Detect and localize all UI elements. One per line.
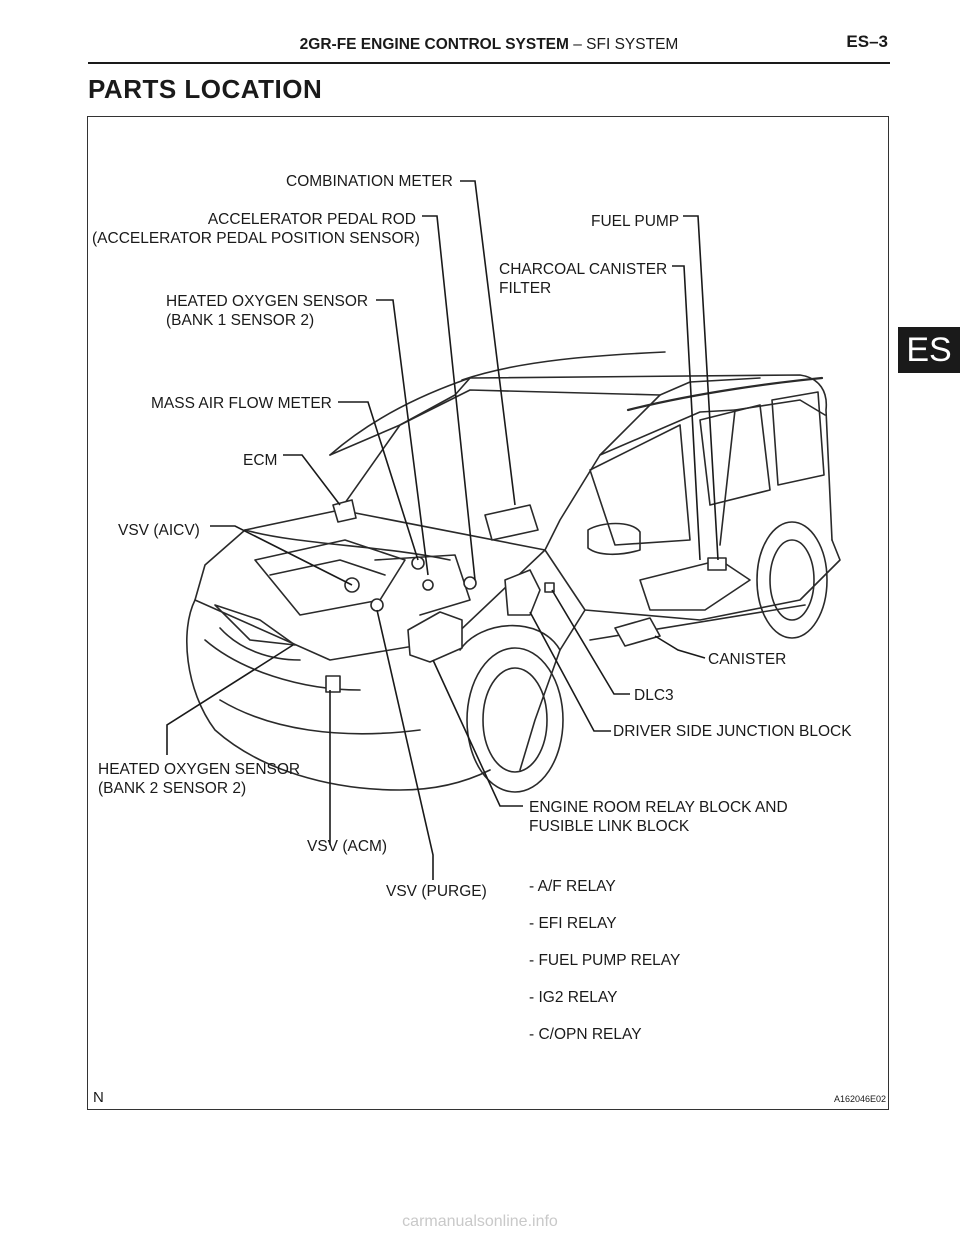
label-mass-air-flow-meter: MASS AIR FLOW METER (151, 395, 332, 412)
label-charcoal-canister-filter: CHARCOAL CANISTER (499, 261, 668, 278)
section-title: PARTS LOCATION (88, 74, 323, 104)
leader-driver-jb (529, 611, 611, 732)
label-combination-meter: COMBINATION METER (286, 173, 453, 190)
label-ecm: ECM (243, 452, 278, 469)
header-title: 2GR-FE ENGINE CONTROL SYSTEM – SFI SYSTE… (88, 36, 890, 54)
diagram-frame (87, 116, 889, 1110)
label-engine-room-relay-block-line2: FUSIBLE LINK BLOCK (529, 818, 690, 835)
leader-vsv-purge (376, 609, 434, 880)
relay-item: - IG2 RELAY (529, 989, 618, 1006)
label-fuel-pump: FUEL PUMP (591, 213, 680, 230)
leader-charcoal-filter (672, 265, 701, 561)
figure-code: A162046E02 (833, 1094, 886, 1104)
label-ho2-bank2-line2: (BANK 2 SENSOR 2) (98, 780, 247, 797)
label-canister: CANISTER (708, 651, 787, 668)
relay-item: - FUEL PUMP RELAY (529, 952, 681, 969)
relay-item: - A/F RELAY (529, 878, 616, 895)
site-watermark: carmanualsonline.info (402, 1213, 558, 1230)
label-engine-room-relay-block: ENGINE ROOM RELAY BLOCK AND (529, 799, 788, 816)
label-ho2-bank1-line2: (BANK 1 SENSOR 2) (166, 312, 315, 329)
label-vsv-purge: VSV (PURGE) (386, 883, 487, 900)
relay-item: - C/OPN RELAY (529, 1026, 642, 1043)
front-orientation-marker: N (93, 1089, 104, 1106)
label-ho2-bank1: HEATED OXYGEN SENSOR (166, 293, 369, 310)
header-title-rest: – SFI SYSTEM (568, 36, 679, 53)
leader-combination-meter (460, 180, 516, 506)
leader-vsv-aicv (210, 525, 353, 586)
leader-ecm (283, 454, 341, 506)
label-vsv-aicv: VSV (AICV) (118, 522, 200, 539)
leader-dlc3 (551, 589, 630, 695)
label-ho2-bank2: HEATED OXYGEN SENSOR (98, 761, 301, 778)
leader-accel-pedal-rod (422, 215, 476, 581)
relay-item: - EFI RELAY (529, 915, 617, 932)
page-header: 2GR-FE ENGINE CONTROL SYSTEM – SFI SYSTE… (88, 30, 890, 64)
label-driver-side-junction-block: DRIVER SIDE JUNCTION BLOCK (613, 723, 852, 740)
leader-engine-relay (432, 659, 523, 807)
leader-maf (338, 401, 419, 561)
leader-ho2-bank1 (376, 299, 429, 576)
label-accel-pedal-rod-line2: (ACCELERATOR PEDAL POSITION SENSOR) (92, 230, 420, 247)
label-accel-pedal-rod: ACCELERATOR PEDAL ROD (207, 211, 416, 228)
label-dlc3: DLC3 (634, 687, 674, 704)
page-number: ES–3 (846, 32, 888, 51)
leader-ho2-bank2 (166, 644, 294, 755)
label-charcoal-canister-filter-line2: FILTER (499, 280, 552, 297)
header-title-bold: 2GR-FE ENGINE CONTROL SYSTEM (299, 36, 569, 53)
section-tab[interactable]: ES (898, 327, 960, 373)
label-vsv-acm: VSV (ACM) (307, 838, 388, 855)
leader-fuel-pump (683, 215, 719, 561)
leader-canister (654, 635, 706, 659)
